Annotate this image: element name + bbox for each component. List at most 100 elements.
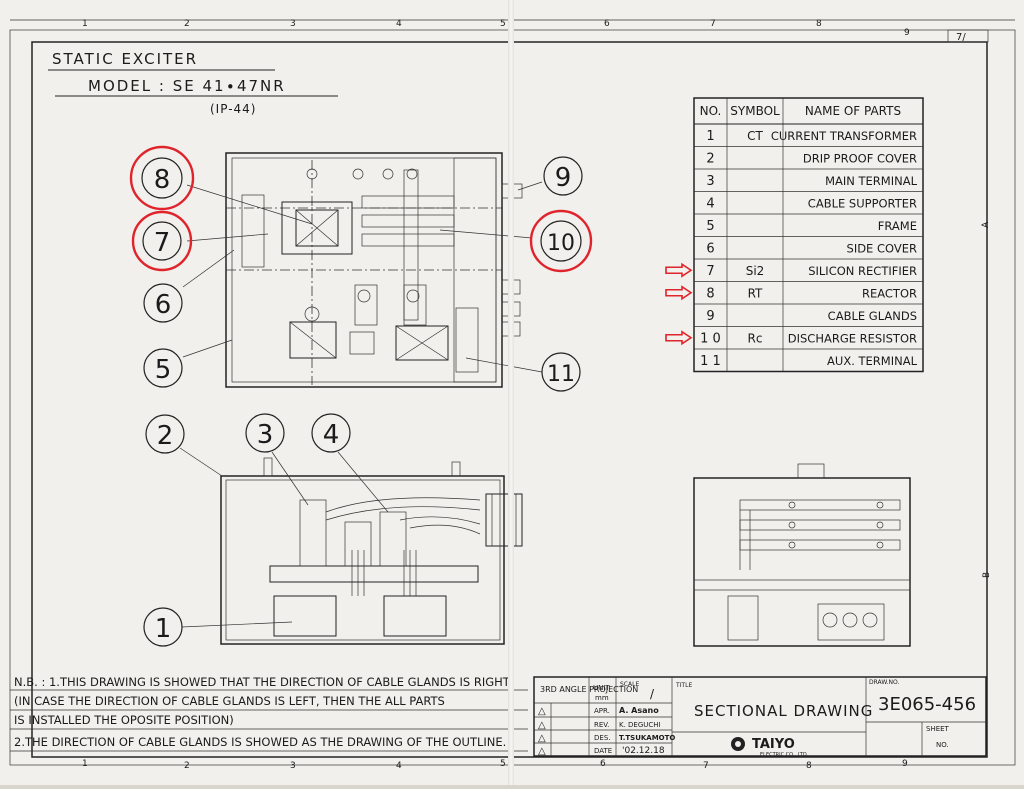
red-arrow-icon [665, 285, 693, 301]
table-cell-name: CABLE SUPPORTER [808, 197, 917, 211]
note-line-3: IS INSTALLED THE OPOSITE POSITION) [14, 713, 234, 727]
svg-text:5: 5 [155, 355, 172, 385]
column-markers-top: 1 2 3 4 5 6 7 8 9 [82, 19, 910, 38]
des-name: T.TSUKAMOTO [619, 734, 675, 742]
svg-text:10: 10 [547, 231, 575, 256]
svg-text:8: 8 [806, 761, 812, 771]
row-marker-b: B [982, 572, 992, 578]
front-view [220, 457, 523, 645]
table-header-name: NAME OF PARTS [805, 104, 901, 118]
bubble-7: 7 [131, 210, 193, 272]
table-header-no: NO. [700, 104, 722, 118]
table-cell-no: 6 [706, 242, 714, 257]
title-block: 3RD ANGLE PROJECTION UNIT mm SCALE / TIT… [533, 676, 987, 758]
scale-label: SCALE [620, 681, 639, 688]
svg-text:7: 7 [703, 761, 709, 771]
apr-name: A. Asano [619, 706, 659, 715]
bubble-6: 6 [143, 283, 183, 323]
svg-text:1: 1 [82, 19, 88, 29]
des-label: DES. [594, 734, 610, 742]
table-header-symbol: SYMBOL [730, 104, 780, 118]
drawing-no-label: DRAW.NO. [869, 679, 899, 686]
table-cell-no: 8 [706, 287, 714, 302]
svg-text:1: 1 [155, 614, 172, 644]
note-line-2: (IN CASE THE DIRECTION OF CABLE GLANDS I… [14, 694, 445, 708]
bubble-2: 2 [145, 414, 185, 454]
svg-text:3: 3 [290, 761, 296, 771]
svg-text:4: 4 [396, 19, 402, 29]
bubble-10: 10 [529, 209, 593, 273]
svg-text:8: 8 [816, 19, 822, 29]
svg-text:9: 9 [904, 28, 910, 38]
red-arrow-icon [665, 262, 693, 278]
svg-text:4: 4 [396, 761, 402, 771]
bubble-11: 11 [541, 352, 581, 392]
table-cell-symbol: CT [747, 129, 763, 143]
table-cell-no: 1 0 [700, 332, 721, 347]
date-label: DATE [594, 747, 612, 755]
svg-text:9: 9 [555, 163, 572, 193]
table-cell-no: 9 [706, 309, 714, 324]
row-marker-a: A [981, 221, 991, 228]
revision-mark-4: △ [538, 746, 546, 757]
bubble-5: 5 [143, 348, 183, 388]
revision-mark-3: △ [538, 733, 546, 744]
revision-mark-1: △ [538, 706, 546, 717]
drawing-title: SECTIONAL DRAWING [694, 702, 873, 720]
table-cell-no: 1 1 [700, 354, 721, 369]
svg-text:3: 3 [257, 420, 274, 450]
protection-rating: (IP-44) [210, 102, 256, 116]
red-arrow-icon [665, 330, 693, 346]
svg-text:11: 11 [547, 362, 575, 387]
table-cell-symbol: Si2 [746, 264, 765, 278]
table-cell-name: FRAME [878, 219, 917, 233]
bubble-4: 4 [311, 413, 351, 453]
table-cell-name: CABLE GLANDS [828, 309, 917, 323]
sheet-label: SHEET [926, 725, 950, 733]
table-cell-no: 4 [706, 197, 714, 212]
table-cell-name: AUX. TERMINAL [827, 354, 918, 368]
table-cell-name: DRIP PROOF COVER [803, 152, 917, 166]
svg-text:5: 5 [500, 19, 506, 29]
revision-mark-2: △ [538, 720, 546, 731]
svg-text:6: 6 [604, 19, 610, 29]
model-label: MODEL : SE 41∙47NR [88, 77, 286, 95]
svg-text:6: 6 [155, 290, 172, 320]
svg-text:5: 5 [500, 759, 506, 769]
taiyo-logo: TAIYO ELECTRIC CO., LTD. [731, 737, 809, 758]
svg-text:7: 7 [710, 19, 716, 29]
apr-label: APR. [594, 707, 610, 715]
unit-label: UNIT [593, 684, 610, 692]
date-value: '02.12.18 [622, 746, 665, 756]
company-subtitle: ELECTRIC CO., LTD. [760, 752, 809, 758]
table-cell-no: 5 [706, 219, 714, 234]
projection-label: 3RD ANGLE PROJECTION [540, 685, 638, 694]
svg-text:1: 1 [82, 759, 88, 769]
table-cell-name: REACTOR [862, 287, 917, 301]
company-name: TAIYO [752, 737, 795, 752]
notes: N.B. : 1.THIS DRAWING IS SHOWED THAT THE… [10, 675, 528, 752]
table-cell-no: 1 [706, 129, 714, 144]
sheet-label-box [947, 29, 989, 43]
column-markers-bottom: 1 2 3 4 5 6 7 8 9 [82, 759, 908, 771]
svg-text:9: 9 [902, 759, 908, 769]
table-cell-name: CURRENT TRANSFORMER [771, 129, 917, 143]
bubble-1: 1 [143, 607, 183, 647]
parts-table: NO. SYMBOL NAME OF PARTS 1 CT CURRENT TRANSFO… [665, 97, 924, 373]
paper-fold [508, 0, 514, 785]
table-cell-name: SILICON RECTIFIER [808, 264, 917, 278]
svg-text:2: 2 [157, 421, 174, 451]
table-cell-name: MAIN TERMINAL [825, 174, 918, 188]
svg-text:6: 6 [600, 759, 606, 769]
front-leaders [179, 447, 389, 628]
svg-text:8: 8 [154, 165, 171, 195]
plan-leaders [182, 181, 543, 373]
title-label: TITLE [675, 682, 692, 689]
svg-text:2: 2 [184, 19, 190, 29]
note-line-1: N.B. : 1.THIS DRAWING IS SHOWED THAT THE… [14, 675, 512, 689]
svg-text:7: 7 [154, 228, 171, 258]
svg-text:4: 4 [323, 420, 340, 450]
scale-value: / [650, 687, 655, 701]
